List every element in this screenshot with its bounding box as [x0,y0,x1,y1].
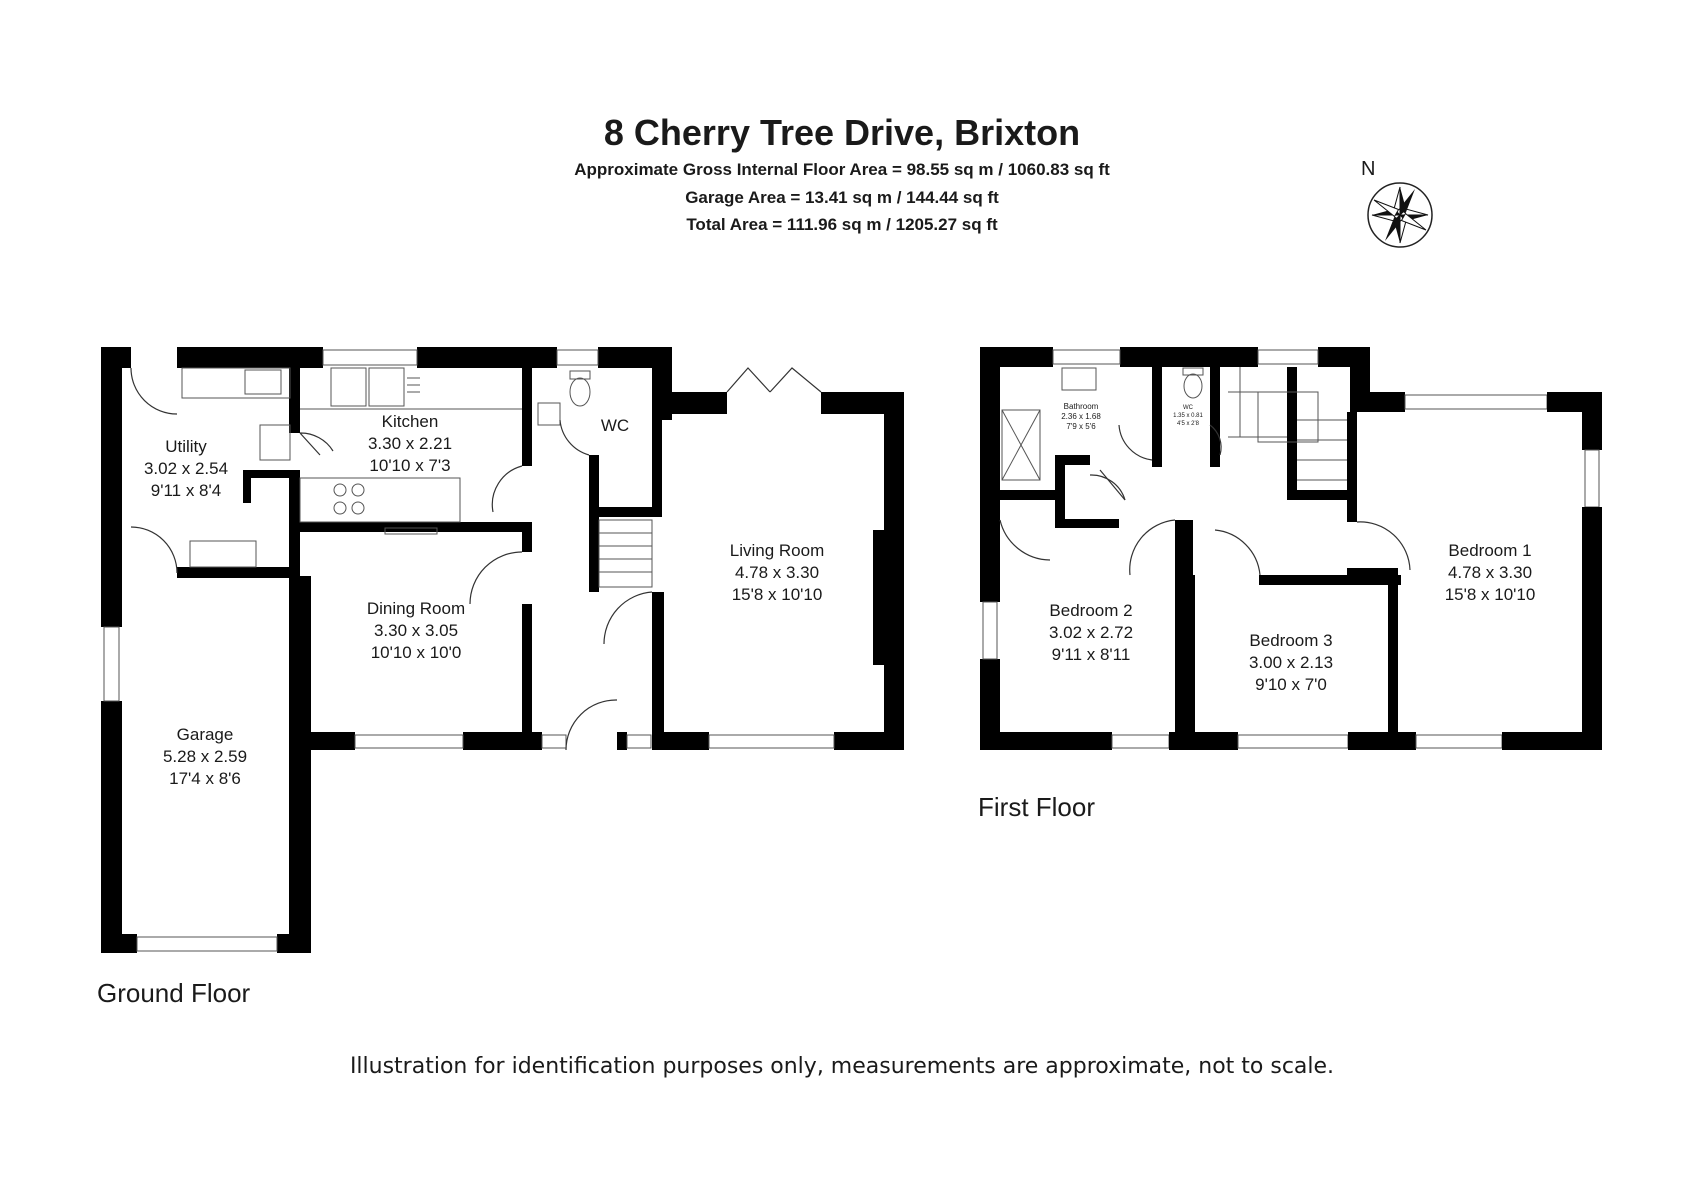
room-size-imperial: 10'10 x 7'3 [369,456,451,475]
room-name: Dining Room [366,599,466,618]
room-label-utility: Utility 3.02 x 2.54 9'11 x 8'4 [126,436,246,502]
room-size-imperial: 7'9 x 5'6 [1066,422,1096,431]
room-label-bathroom: Bathroom 2.36 x 1.68 7'9 x 5'6 [1053,402,1109,432]
room-size-imperial: 15'8 x 10'10 [1444,585,1536,604]
room-size-imperial: 10'10 x 10'0 [370,643,462,662]
north-label: N [1361,158,1376,180]
room-name: WC [600,416,630,435]
room-size-metric: 4.78 x 3.30 [1447,563,1533,582]
room-name: Bedroom 1 [1448,541,1532,560]
room-name: Living Room [729,541,825,560]
room-label-wc: WC [590,415,640,437]
room-size-metric: 5.28 x 2.59 [162,747,248,766]
property-title: 8 Cherry Tree Drive, Brixton [603,112,1081,153]
room-label-dining-room: Dining Room 3.30 x 3.05 10'10 x 10'0 [351,598,481,664]
room-size-imperial: 9'11 x 8'4 [150,481,222,500]
garage-area-text: Garage Area = 13.41 sq m / 144.44 sq ft [685,188,999,207]
gross-area-text: Approximate Gross Internal Floor Area = … [574,160,1110,179]
first-floor-title: First Floor [978,792,1095,822]
room-label-living-room: Living Room 4.78 x 3.30 15'8 x 10'10 [712,540,842,606]
compass-rose-icon [1367,182,1433,248]
room-size-metric: 3.00 x 2.13 [1248,653,1334,672]
room-label-first-floor-wc: WC 1.35 x 0.81 4'5 x 2'8 [1166,404,1210,428]
room-name: Utility [165,437,207,456]
room-label-garage: Garage 5.28 x 2.59 17'4 x 8'6 [145,724,265,790]
room-size-metric: 2.36 x 1.68 [1061,412,1101,421]
first-floor-plan [980,347,1602,750]
room-name: Kitchen [381,412,439,431]
room-size-metric: 3.30 x 2.21 [367,434,453,453]
room-name: WC [1183,405,1193,411]
ground-floor-title: Ground Floor [97,978,251,1008]
room-name: Garage [176,725,234,744]
ground-floor-plan [101,347,904,953]
room-size-metric: 3.02 x 2.72 [1048,623,1134,642]
room-label-bedroom-2: Bedroom 2 3.02 x 2.72 9'11 x 8'11 [1026,600,1156,666]
room-size-imperial: 9'10 x 7'0 [1255,675,1327,694]
room-size-metric: 1.35 x 0.81 [1173,413,1203,419]
room-name: Bathroom [1063,402,1099,411]
room-label-bedroom-3: Bedroom 3 3.00 x 2.13 9'10 x 7'0 [1226,630,1356,696]
room-size-metric: 4.78 x 3.30 [734,563,820,582]
disclaimer-text: Illustration for identification purposes… [349,1054,1335,1079]
room-label-kitchen: Kitchen 3.30 x 2.21 10'10 x 7'3 [350,411,470,477]
room-label-bedroom-1: Bedroom 1 4.78 x 3.30 15'8 x 10'10 [1425,540,1555,606]
room-size-imperial: 4'5 x 2'8 [1177,421,1199,427]
room-size-metric: 3.02 x 2.54 [143,459,229,478]
room-size-imperial: 9'11 x 8'11 [1051,645,1131,664]
room-name: Bedroom 3 [1249,631,1333,650]
room-size-imperial: 15'8 x 10'10 [731,585,823,604]
room-size-metric: 3.30 x 3.05 [373,621,459,640]
total-area-text: Total Area = 111.96 sq m / 1205.27 sq ft [686,215,998,234]
room-name: Bedroom 2 [1049,601,1133,620]
room-size-imperial: 17'4 x 8'6 [169,769,241,788]
